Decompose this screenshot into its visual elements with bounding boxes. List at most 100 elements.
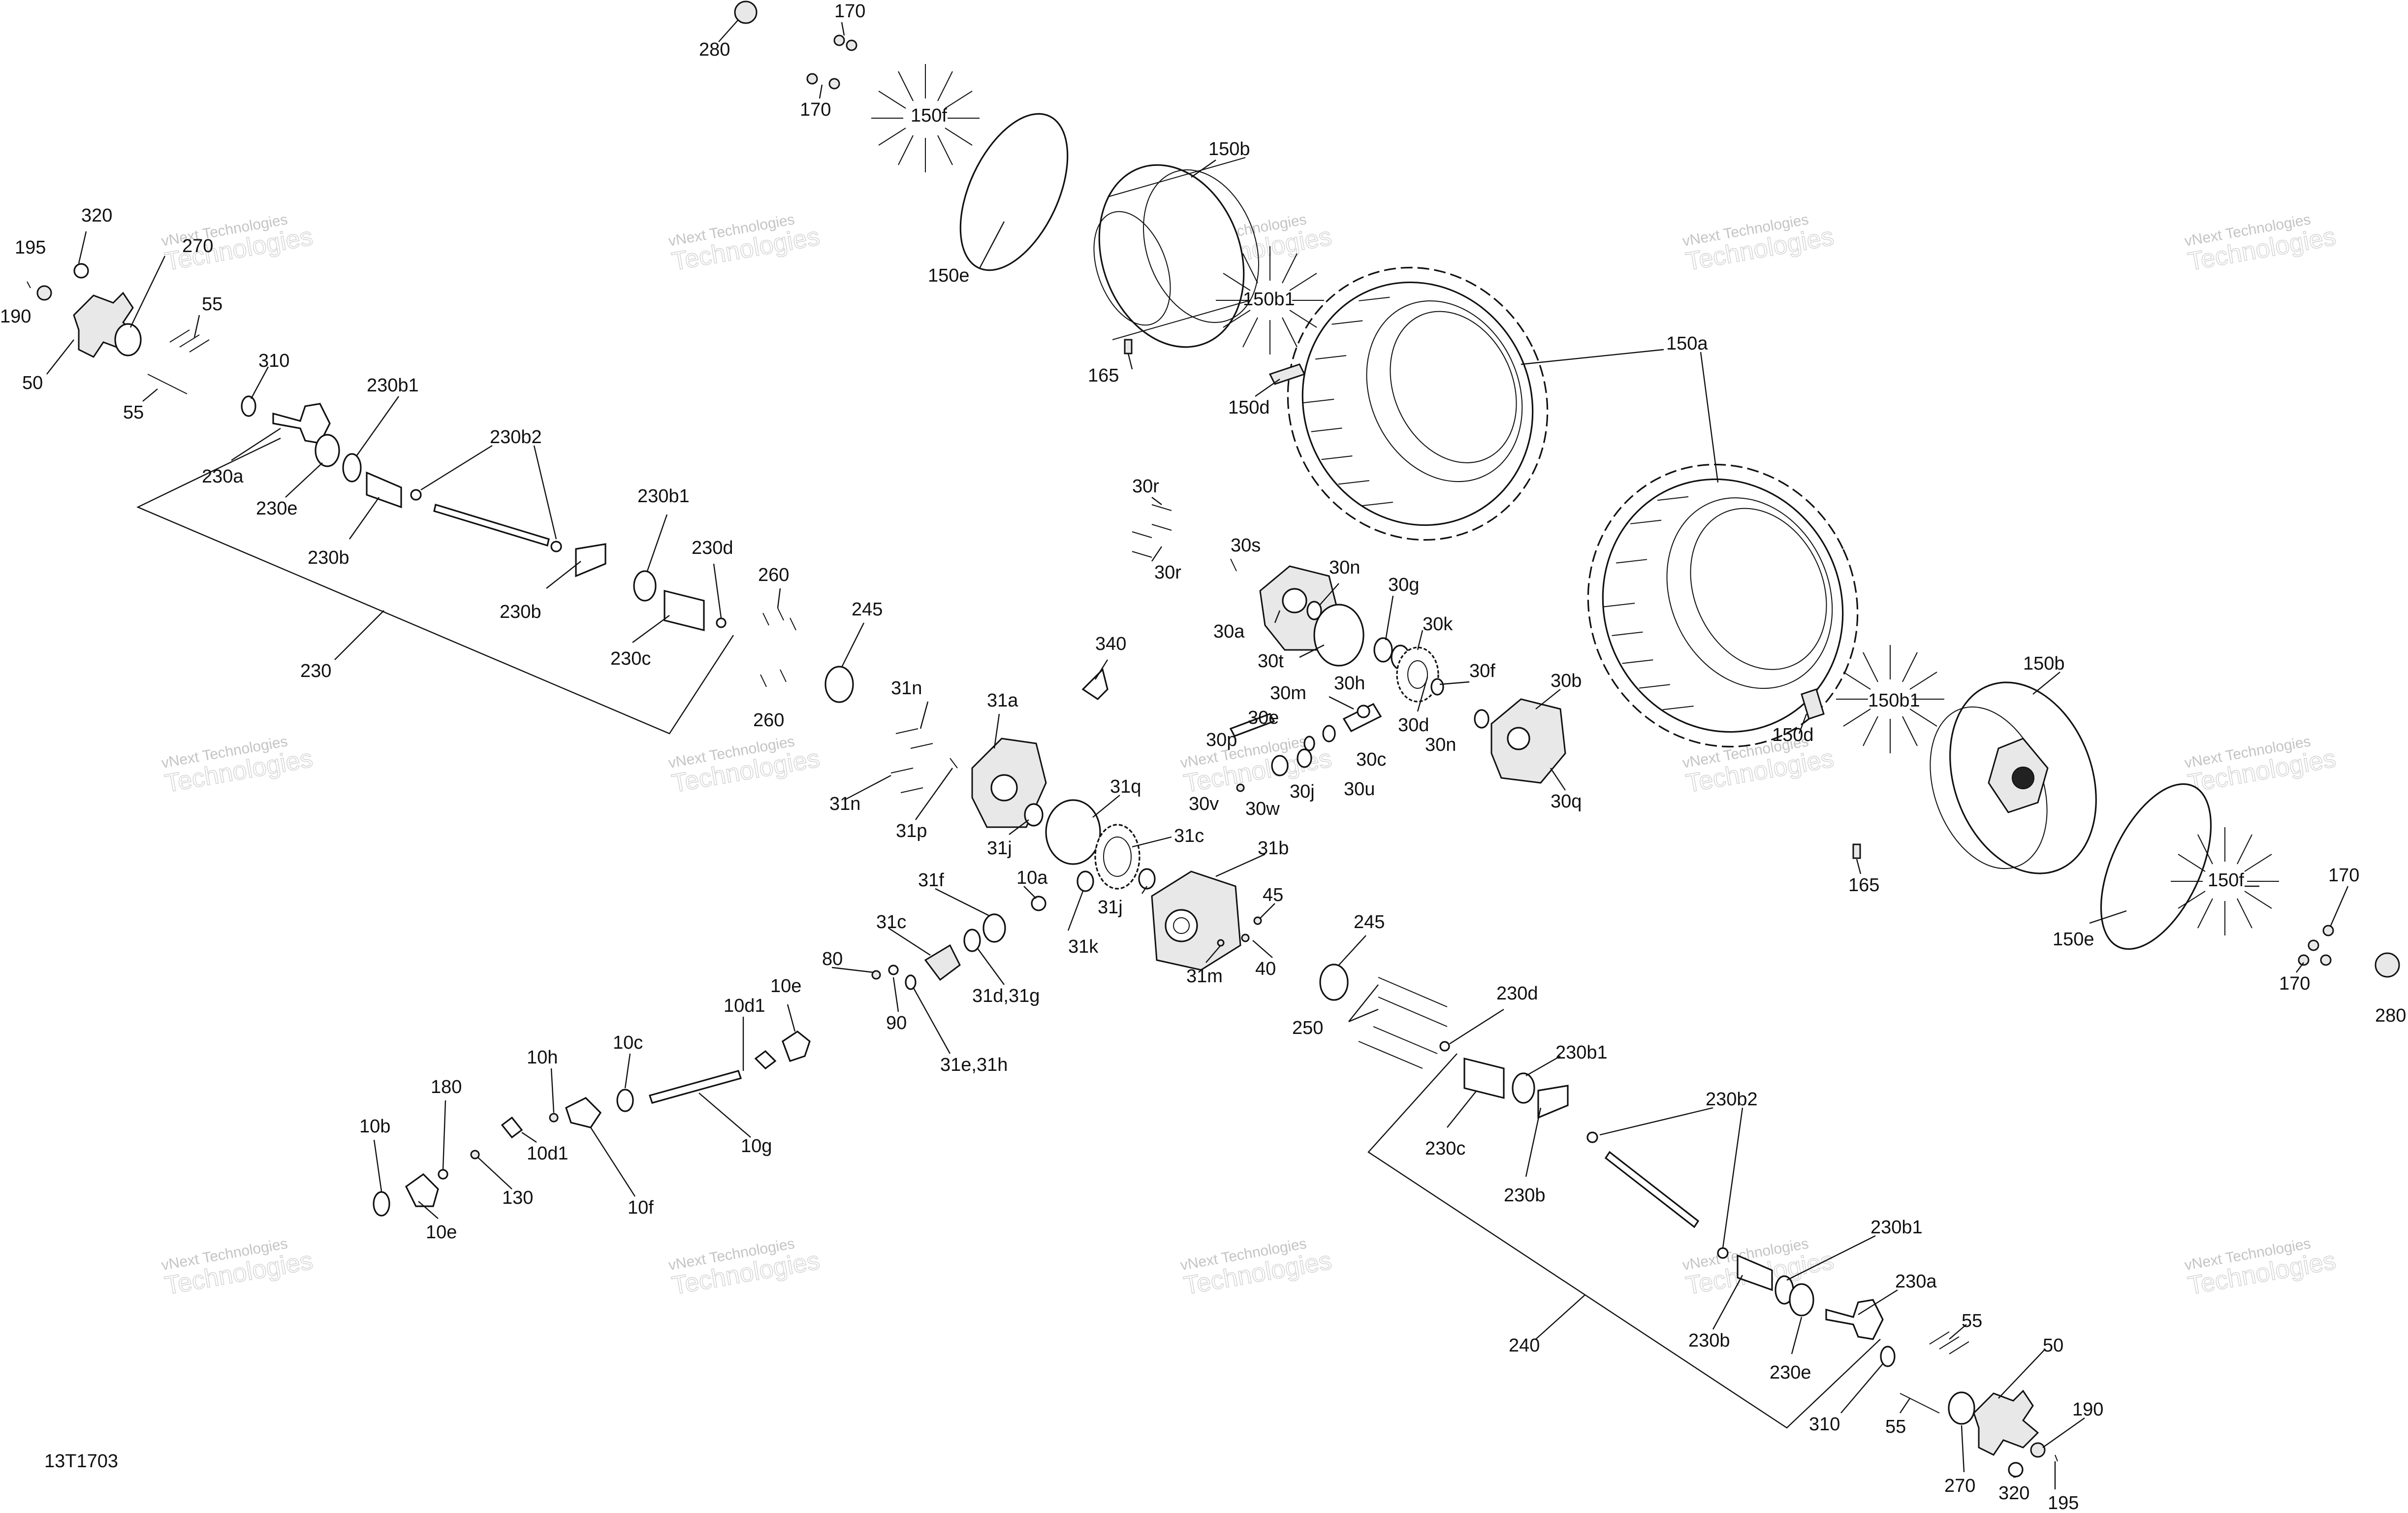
callout-label: 31c [876, 912, 906, 933]
leader-line [1132, 836, 1172, 848]
pinion-31c [924, 944, 961, 981]
driveshaft-230 [241, 395, 727, 632]
beadlock-ring-lower [2100, 783, 2212, 950]
ring-gear-31c [1094, 824, 1141, 890]
bolts-30r [1132, 504, 1172, 558]
yoke-10e [405, 1173, 439, 1207]
tire-bead [1390, 311, 1517, 463]
clamp-230b2 [1717, 1247, 1729, 1259]
bracket-240-leader [1535, 1294, 1585, 1340]
bearing-31j [1024, 803, 1044, 827]
diff-housing-31b [1151, 870, 1241, 971]
leader-line [356, 396, 399, 456]
callout-label: 31d,31g [972, 986, 1040, 1006]
leader-line [477, 1157, 512, 1190]
leader-line [2042, 1417, 2085, 1448]
gear-30d [1396, 646, 1439, 703]
weight-150d-upper [1268, 363, 1306, 385]
leader-line [1961, 1425, 1965, 1473]
hub-left [27, 263, 210, 394]
callout-label: 150b [2023, 653, 2065, 674]
callout-label: 31j [1098, 897, 1123, 918]
callout-label: 10e [426, 1222, 457, 1243]
tire-bead [1690, 508, 1827, 670]
callout-label: 150f [2208, 870, 2244, 891]
leader-line [1215, 853, 1266, 877]
leader-line [1274, 610, 1281, 623]
leader-line [1791, 1317, 1803, 1354]
leader-line [1417, 630, 1424, 650]
leader-line [1151, 497, 1162, 505]
washer-320 [73, 263, 89, 279]
leader-line [1205, 945, 1221, 963]
leader-line [979, 221, 1005, 269]
callout-label: 30n [1425, 735, 1456, 755]
callout-label: 170 [834, 1, 865, 22]
callout-label: 230e [1770, 1362, 1811, 1383]
callout-label: 230a [1895, 1271, 1937, 1292]
callout-label: 30u [1344, 779, 1375, 800]
leader-line [2089, 910, 2127, 924]
leader-line [1067, 891, 1084, 931]
callout-label: 190 [0, 306, 31, 327]
yoke-10e [782, 1030, 811, 1062]
callout-label: 10d1 [527, 1143, 569, 1164]
figure-id: 13T1703 [44, 1451, 118, 1472]
studs-55 [169, 329, 210, 353]
leader-line [1260, 903, 1275, 919]
leader-line [1252, 940, 1273, 958]
bracket-240 [1367, 1053, 1881, 1429]
callout-label: 10d1 [724, 996, 765, 1016]
leader-line [590, 1127, 636, 1197]
nut-170 [2322, 925, 2334, 936]
inner-joint-230c [664, 589, 705, 632]
leader-line [713, 563, 722, 618]
callout-label: 270 [1944, 1476, 1975, 1496]
callout-label: 280 [2375, 1005, 2406, 1026]
seal-30n [1306, 601, 1322, 620]
leader-line [915, 768, 953, 820]
leader-line [1722, 1107, 1743, 1249]
callout-label: 30r [1154, 562, 1181, 583]
leader-line [418, 1201, 439, 1219]
ring-230d [1439, 1041, 1450, 1052]
nut-190 [36, 285, 52, 301]
leader-line [231, 427, 281, 461]
callout-label: 10b [359, 1116, 390, 1137]
callout-label: 150f [911, 105, 947, 126]
callout-label: 30b [1551, 671, 1582, 691]
bolt-40 [1241, 934, 1250, 942]
boot-clamp-230e [315, 434, 340, 467]
callout-label: 170 [800, 99, 831, 120]
leader-line [1009, 819, 1029, 835]
callout-label: 40 [1255, 959, 1276, 979]
bolt-circle-150b1-lower [1836, 645, 1944, 753]
callout-label: 80 [822, 949, 843, 969]
callout-label: 30h [1334, 673, 1365, 694]
leader-line [1535, 689, 1561, 709]
leader-line [1949, 1324, 1967, 1340]
callout-label: 150e [928, 265, 970, 286]
leader-line [373, 1139, 382, 1192]
callout-label: 320 [1998, 1483, 2029, 1504]
callout-label: 31n [891, 678, 922, 699]
bolt-circle-150b1-upper [1216, 246, 1324, 354]
leader-line [1348, 984, 1379, 1022]
callout-label: 170 [2279, 973, 2310, 994]
clamp-230b2 [410, 489, 422, 501]
leader-line [977, 947, 1005, 985]
callout-label: 31n [829, 794, 860, 814]
callout-label: 30s [1231, 535, 1261, 556]
callout-label: 30j [1290, 781, 1315, 802]
nut-10a [1031, 896, 1046, 911]
leader-line [1385, 595, 1394, 641]
callout-label: 30a [1213, 621, 1245, 642]
boot-230b [366, 471, 402, 509]
seal-30w [1271, 755, 1289, 776]
leader-line [546, 561, 581, 589]
callout-label: 230 [300, 661, 331, 681]
leader-line [1798, 713, 1807, 734]
callout-label: 190 [2072, 1399, 2103, 1420]
rim-barrel [1143, 169, 1259, 323]
